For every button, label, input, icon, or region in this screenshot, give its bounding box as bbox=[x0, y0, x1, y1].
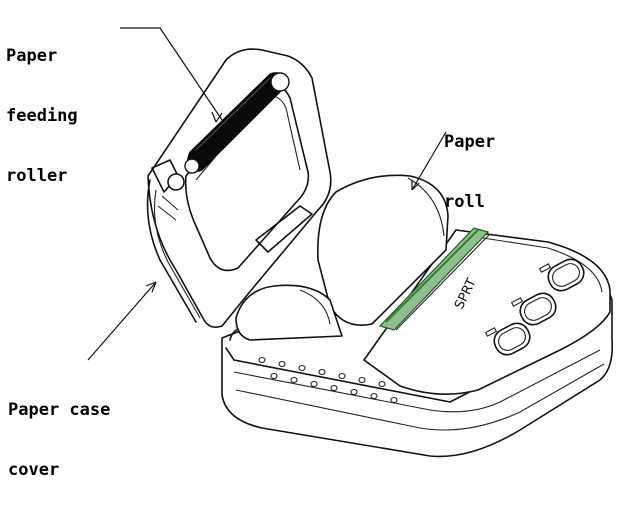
paper-feeding-roller bbox=[184, 72, 290, 174]
roll-leader-line bbox=[411, 131, 447, 191]
label-line: feeding bbox=[6, 106, 78, 126]
feed-button bbox=[519, 292, 557, 326]
paper-roll bbox=[235, 174, 449, 341]
roll-leader-arrow bbox=[411, 180, 420, 191]
label-line: Paper bbox=[444, 132, 496, 152]
power-button bbox=[547, 258, 585, 292]
roller-leader-line bbox=[120, 27, 223, 121]
label-line: Paper bbox=[6, 46, 58, 66]
third-button bbox=[493, 322, 531, 356]
label-line: roll bbox=[444, 192, 485, 212]
label-paper-case-cover: Paper case cover bbox=[8, 360, 110, 520]
label-paper-feeding-roller: Paper feeding roller bbox=[6, 6, 78, 226]
vent-holes bbox=[258, 356, 398, 404]
label-line: roller bbox=[6, 166, 68, 186]
control-panel: SPRT bbox=[363, 227, 611, 395]
cover-leader-line bbox=[87, 281, 157, 361]
printer-diagram: SPRT bbox=[6, 6, 614, 480]
label-paper-roll: Paper roll bbox=[444, 92, 495, 252]
printer-illustration: SPRT bbox=[87, 27, 614, 458]
label-line: cover bbox=[8, 460, 60, 480]
cover-leader-arrow bbox=[145, 281, 157, 293]
paper-case-cover bbox=[146, 48, 332, 328]
roller-leader-arrow bbox=[211, 111, 223, 123]
label-line: Paper case bbox=[8, 400, 111, 420]
